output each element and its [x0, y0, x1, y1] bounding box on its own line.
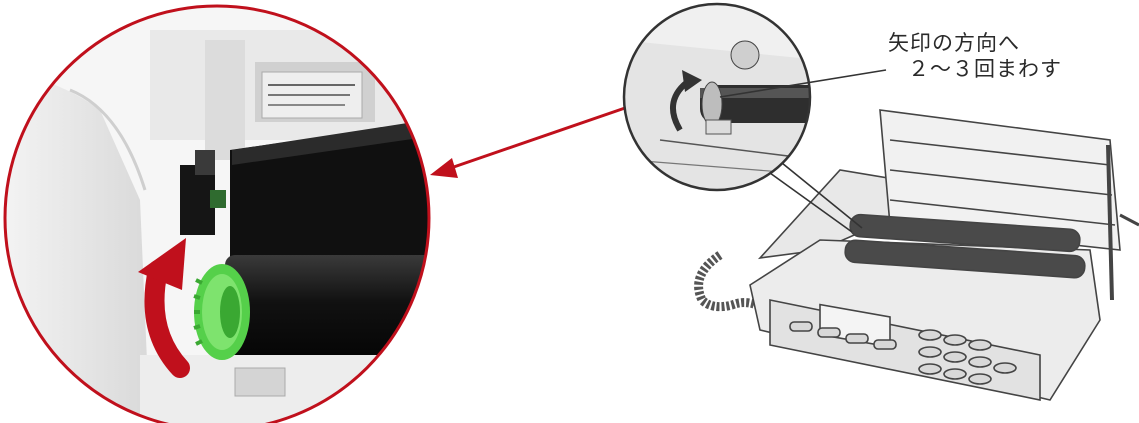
arrow-left-icon	[430, 108, 625, 178]
caption-line-1: 矢印の方向へ	[888, 30, 1128, 56]
caption-line-2: ２〜３回まわす	[888, 56, 1128, 82]
instruction-caption: 矢印の方向へ ２〜３回まわす	[888, 30, 1128, 82]
zoom-photo-circle	[0, 0, 445, 423]
green-gear-icon	[194, 264, 250, 360]
